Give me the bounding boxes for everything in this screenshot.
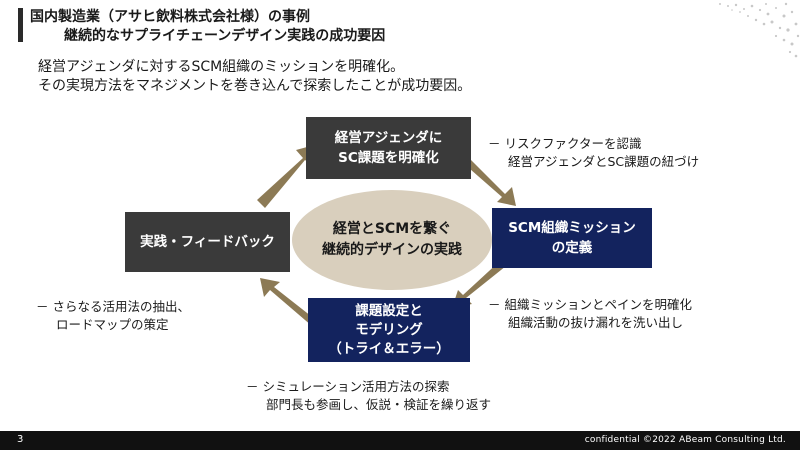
step-box-feedback: 実践・フィードバック (125, 212, 290, 272)
step-box-define-mission-line1: SCM組織ミッション (508, 220, 636, 236)
lead-text-line1: 経営アジェンダに対するSCM組織のミッションを明確化。 (38, 59, 405, 75)
copyright-text: confidential ©2022 ABeam Consulting Ltd. (584, 435, 786, 445)
step-box-clarify-issues-line2: SC課題を明確化 (338, 150, 439, 166)
step-box-modeling-line3: （トライ＆エラー） (328, 340, 450, 357)
center-concept-line2: 継続的デザインの実践 (322, 242, 462, 258)
step-box-modeling: 課題設定と モデリング （トライ＆エラー） (308, 298, 470, 362)
note-simulation-line1: － シミュレーション活用方法の探索 (246, 379, 450, 394)
note-mission-pain: － 組織ミッションとペインを明確化 組織活動の抜け漏れを洗い出し (488, 296, 692, 332)
note-simulation: － シミュレーション活用方法の探索 部門長も参画し、仮説・検証を繰り返す (246, 378, 491, 414)
note-mission-pain-line1: － 組織ミッションとペインを明確化 (488, 297, 692, 312)
footer-bar: 3 confidential ©2022 ABeam Consulting Lt… (0, 431, 800, 450)
arrow-right-to-bottom (452, 260, 506, 308)
arrow-bottom-to-left (260, 278, 316, 326)
arrow-left-to-top (257, 144, 318, 208)
arrow-top-to-right (462, 156, 516, 206)
step-box-clarify-issues-line1: 経営アジェンダに (334, 130, 443, 146)
center-concept-line1: 経営とSCMを繋ぐ (332, 221, 452, 237)
step-box-define-mission-line2: の定義 (551, 240, 593, 256)
title-accent-bar (18, 8, 23, 42)
page-title-line2: 継続的なサプライチェーンデザイン実践の成功要因 (64, 28, 386, 44)
page-title-line1: 国内製造業（アサヒ飲料株式会社様）の事例 (30, 9, 310, 25)
decorative-pattern (719, 2, 800, 58)
step-box-clarify-issues: 経営アジェンダに SC課題を明確化 (306, 117, 471, 179)
step-box-modeling-line1: 課題設定と (355, 302, 423, 319)
note-risk-factors: － リスクファクターを認識 経営アジェンダとSC課題の紐づけ (488, 135, 699, 171)
step-box-feedback-line1: 実践・フィードバック (140, 234, 275, 250)
note-roadmap-line1: － さらなる活用法の抽出、 (36, 299, 190, 314)
note-roadmap: － さらなる活用法の抽出、 ロードマップの策定 (36, 298, 190, 334)
page-number: 3 (17, 434, 24, 445)
lead-text-line2: その実現方法をマネジメントを巻き込んで探索したことが成功要因。 (38, 78, 472, 94)
step-box-modeling-line2: モデリング (355, 321, 423, 338)
note-risk-factors-line2: 経営アジェンダとSC課題の紐づけ (508, 154, 700, 169)
step-box-define-mission: SCM組織ミッション の定義 (492, 208, 652, 268)
note-roadmap-line2: ロードマップの策定 (56, 317, 169, 332)
note-mission-pain-line2: 組織活動の抜け漏れを洗い出し (508, 315, 684, 330)
note-risk-factors-line1: － リスクファクターを認識 (488, 136, 642, 151)
note-simulation-line2: 部門長も参画し、仮説・検証を繰り返す (266, 397, 492, 412)
center-concept: 経営とSCMを繋ぐ 継続的デザインの実践 (292, 190, 492, 290)
